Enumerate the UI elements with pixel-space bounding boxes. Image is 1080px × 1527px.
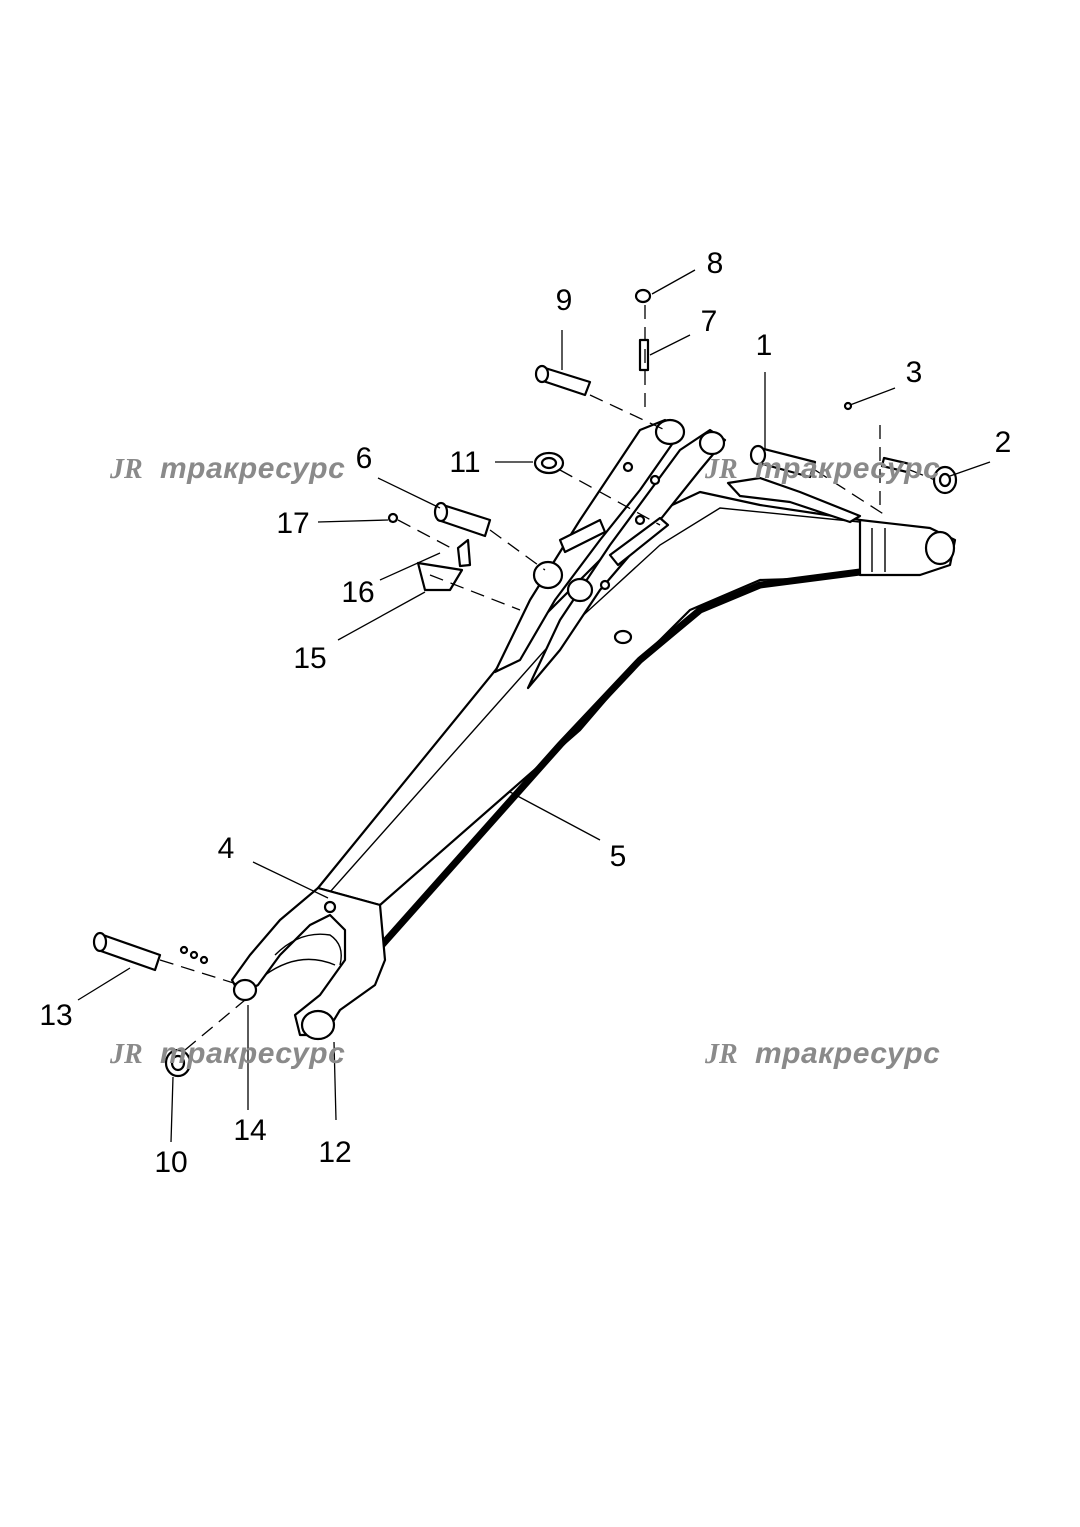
washer-part-2 [932, 465, 958, 495]
callout-15: 15 [293, 642, 326, 675]
bolt-part-3 [880, 456, 912, 474]
svg-text:ЈR: ЈR [704, 1039, 738, 1070]
watermark-text: тракресурс [755, 452, 940, 485]
callout-8: 8 [707, 247, 724, 280]
callout-1: 1 [756, 329, 773, 362]
callout-10: 10 [154, 1146, 187, 1179]
svg-text:ЈR: ЈR [109, 454, 143, 485]
callout-4: 4 [218, 832, 235, 865]
fork-bushing-right [300, 1009, 336, 1041]
callout-6: 6 [356, 442, 373, 475]
callout-5: 5 [610, 840, 627, 873]
fork-bushing-left [232, 978, 258, 1002]
plate-part-15 [416, 561, 464, 592]
watermark-bottom-left: ЈR тракресурс [109, 1037, 345, 1070]
callout-11: 11 [449, 446, 480, 479]
boom-foot-bushing [924, 530, 956, 566]
bracket-cross-tube [558, 518, 607, 554]
watermark-text: тракресурс [755, 1037, 940, 1070]
callout-13: 13 [39, 999, 72, 1032]
boom-body [316, 490, 872, 907]
watermark-bottom-right: ЈR тракресурс [704, 1037, 940, 1070]
assembly-dashed-lines [159, 305, 936, 1051]
bracket-bushing-mid [532, 560, 564, 590]
svg-text:ЈR: ЈR [109, 1039, 143, 1070]
watermark-text: тракресурс [160, 1037, 345, 1070]
pin-part-9 [534, 364, 592, 397]
callout-labels: 1 2 3 4 5 6 7 8 9 10 11 12 13 14 15 16 1… [39, 247, 1011, 1179]
callout-12: 12 [318, 1136, 351, 1169]
bracket-bushing-mid-right [566, 577, 594, 603]
leader-lines [77, 269, 991, 1143]
nut-part-8 [634, 288, 652, 304]
stop-bracket [726, 476, 862, 524]
pin-part-1 [749, 444, 817, 479]
bolt-part-7 [638, 338, 650, 372]
bushing-part-11 [533, 451, 565, 475]
callout-9: 9 [556, 284, 573, 317]
grease-fitting [323, 900, 337, 914]
svg-text:ЈR: ЈR [704, 454, 738, 485]
watermark-text: тракресурс [160, 452, 345, 485]
pin-part-6 [433, 501, 492, 538]
boom-fork-end [230, 886, 387, 1041]
washer-part-10 [164, 1048, 192, 1078]
callout-2: 2 [995, 426, 1012, 459]
callout-7: 7 [701, 305, 718, 338]
callout-14: 14 [233, 1114, 266, 1147]
callout-16: 16 [341, 576, 374, 609]
boom-underside-edge [378, 568, 864, 949]
watermark-top-left: ЈR тракресурс [109, 452, 345, 485]
callout-17: 17 [276, 507, 309, 540]
grease-nipple-hole [613, 629, 633, 645]
pin-part-13 [92, 931, 162, 972]
bracket-bushing-top-right [698, 430, 726, 456]
watermark-top-right: ЈR тракресурс [704, 452, 940, 485]
bracket-bushing-top [654, 418, 686, 446]
boom-arm [316, 418, 957, 949]
callout-3: 3 [906, 356, 923, 389]
clip-part-17 [387, 512, 399, 524]
plate-part-16 [456, 538, 472, 568]
